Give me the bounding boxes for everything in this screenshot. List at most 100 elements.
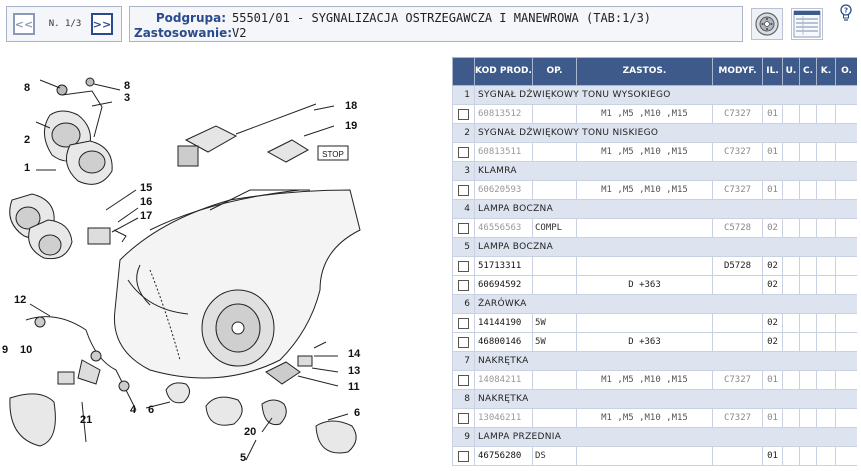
callout-8[interactable]: 8: [124, 80, 131, 92]
select-cell: [452, 218, 475, 238]
callout-1[interactable]: 1: [24, 162, 31, 174]
usage-value: V2: [232, 26, 247, 40]
prev-page-button[interactable]: <<: [13, 13, 35, 35]
group-name: SYGNAŁ DŹWIĘKOWY TONU NISKIEGO: [474, 123, 857, 143]
part-code[interactable]: 60813511: [474, 142, 533, 162]
callout-13[interactable]: 13: [348, 365, 361, 377]
part-flag-o: [835, 332, 857, 352]
part-flag-u: [782, 408, 800, 428]
col-modyf[interactable]: MODYF.: [712, 57, 763, 86]
callout-11[interactable]: 12: [14, 294, 27, 306]
part-modification: D5728: [712, 256, 763, 276]
callout-18[interactable]: 18: [345, 100, 358, 112]
row-checkbox[interactable]: [458, 412, 469, 424]
select-cell: [452, 104, 475, 124]
part-code[interactable]: 14084211: [474, 370, 533, 390]
part-flag-k: [816, 370, 836, 390]
group-number: 2: [452, 123, 475, 143]
part-code[interactable]: 60813512: [474, 104, 533, 124]
callout-10[interactable]: 10: [20, 344, 33, 356]
part-code[interactable]: 60620593: [474, 180, 533, 200]
callout-14[interactable]: 14: [348, 348, 361, 360]
callout-20[interactable]: 20: [244, 426, 257, 438]
callout-17[interactable]: 17: [140, 210, 153, 222]
part-quantity: 02: [762, 218, 783, 238]
col-u[interactable]: U.: [782, 57, 800, 86]
callout-9[interactable]: 9: [2, 344, 9, 356]
part-flag-u: [782, 370, 800, 390]
row-checkbox[interactable]: [458, 260, 469, 272]
part-flag-k: [816, 332, 836, 352]
col-zastos[interactable]: ZASTOS.: [576, 57, 713, 86]
row-checkbox[interactable]: [458, 450, 469, 462]
col-op[interactable]: OP.: [532, 57, 577, 86]
subgroup-row: Podgrupa:55501/01 - SYGNALIZACJA OSTRZEG…: [134, 11, 651, 25]
group-name: ŻARÓWKA: [474, 294, 857, 314]
row-checkbox[interactable]: [458, 317, 469, 329]
part-code[interactable]: 14144190: [474, 313, 533, 333]
parts-list-icon[interactable]: [791, 8, 823, 40]
part-code[interactable]: 46756280: [474, 446, 533, 466]
part-flag-o: [835, 180, 857, 200]
part-code[interactable]: 46556563: [474, 218, 533, 238]
part-usage: D +363: [576, 332, 713, 352]
callout-16[interactable]: 16: [140, 196, 153, 208]
callout-5[interactable]: 5: [240, 452, 247, 464]
group-name: LAMPA BOCZNA: [474, 237, 857, 257]
col-k[interactable]: K.: [816, 57, 836, 86]
wheel-disc-icon[interactable]: [751, 8, 783, 40]
part-flag-c: [799, 313, 817, 333]
part-quantity: 01: [762, 180, 783, 200]
callout-21[interactable]: 21: [80, 414, 93, 426]
col-kod-prod[interactable]: KOD PROD.: [474, 57, 533, 86]
parts-table-container[interactable]: KOD PROD. OP. ZASTOS. MODYF. IL. U. C. K…: [452, 57, 857, 471]
row-checkbox[interactable]: [458, 184, 469, 196]
callout-6a[interactable]: 6: [148, 404, 155, 416]
row-checkbox[interactable]: [458, 108, 469, 120]
part-op: [532, 370, 577, 390]
callout-3[interactable]: 3: [124, 92, 131, 104]
part-flag-u: [782, 313, 800, 333]
part-flag-c: [799, 370, 817, 390]
callout-12[interactable]: 11: [348, 381, 360, 393]
next-page-button[interactable]: >>: [91, 13, 113, 35]
callout-7[interactable]: 8: [24, 82, 31, 94]
callout-6b[interactable]: 6: [354, 407, 361, 419]
callout-2[interactable]: 2: [24, 134, 31, 146]
row-checkbox[interactable]: [458, 146, 469, 158]
part-op: [532, 104, 577, 124]
row-checkbox[interactable]: [458, 279, 469, 291]
help-bulb-icon[interactable]: ?: [838, 4, 854, 22]
callout-15[interactable]: 15: [140, 182, 153, 194]
callout-19[interactable]: 19: [345, 120, 358, 132]
callout-4[interactable]: 4: [130, 404, 137, 416]
part-usage: [576, 256, 713, 276]
part-flag-c: [799, 446, 817, 466]
part-code[interactable]: 60694592: [474, 275, 533, 295]
row-checkbox[interactable]: [458, 374, 469, 386]
col-il[interactable]: IL.: [762, 57, 783, 86]
part-code[interactable]: 51713311: [474, 256, 533, 276]
row-checkbox[interactable]: [458, 336, 469, 348]
part-flag-c: [799, 256, 817, 276]
col-o[interactable]: O.: [835, 57, 857, 86]
part-code[interactable]: 46800146: [474, 332, 533, 352]
part-flag-k: [816, 313, 836, 333]
col-c[interactable]: C.: [799, 57, 817, 86]
row-checkbox[interactable]: [458, 222, 469, 234]
part-code[interactable]: 13046211: [474, 408, 533, 428]
select-cell: [452, 275, 475, 295]
